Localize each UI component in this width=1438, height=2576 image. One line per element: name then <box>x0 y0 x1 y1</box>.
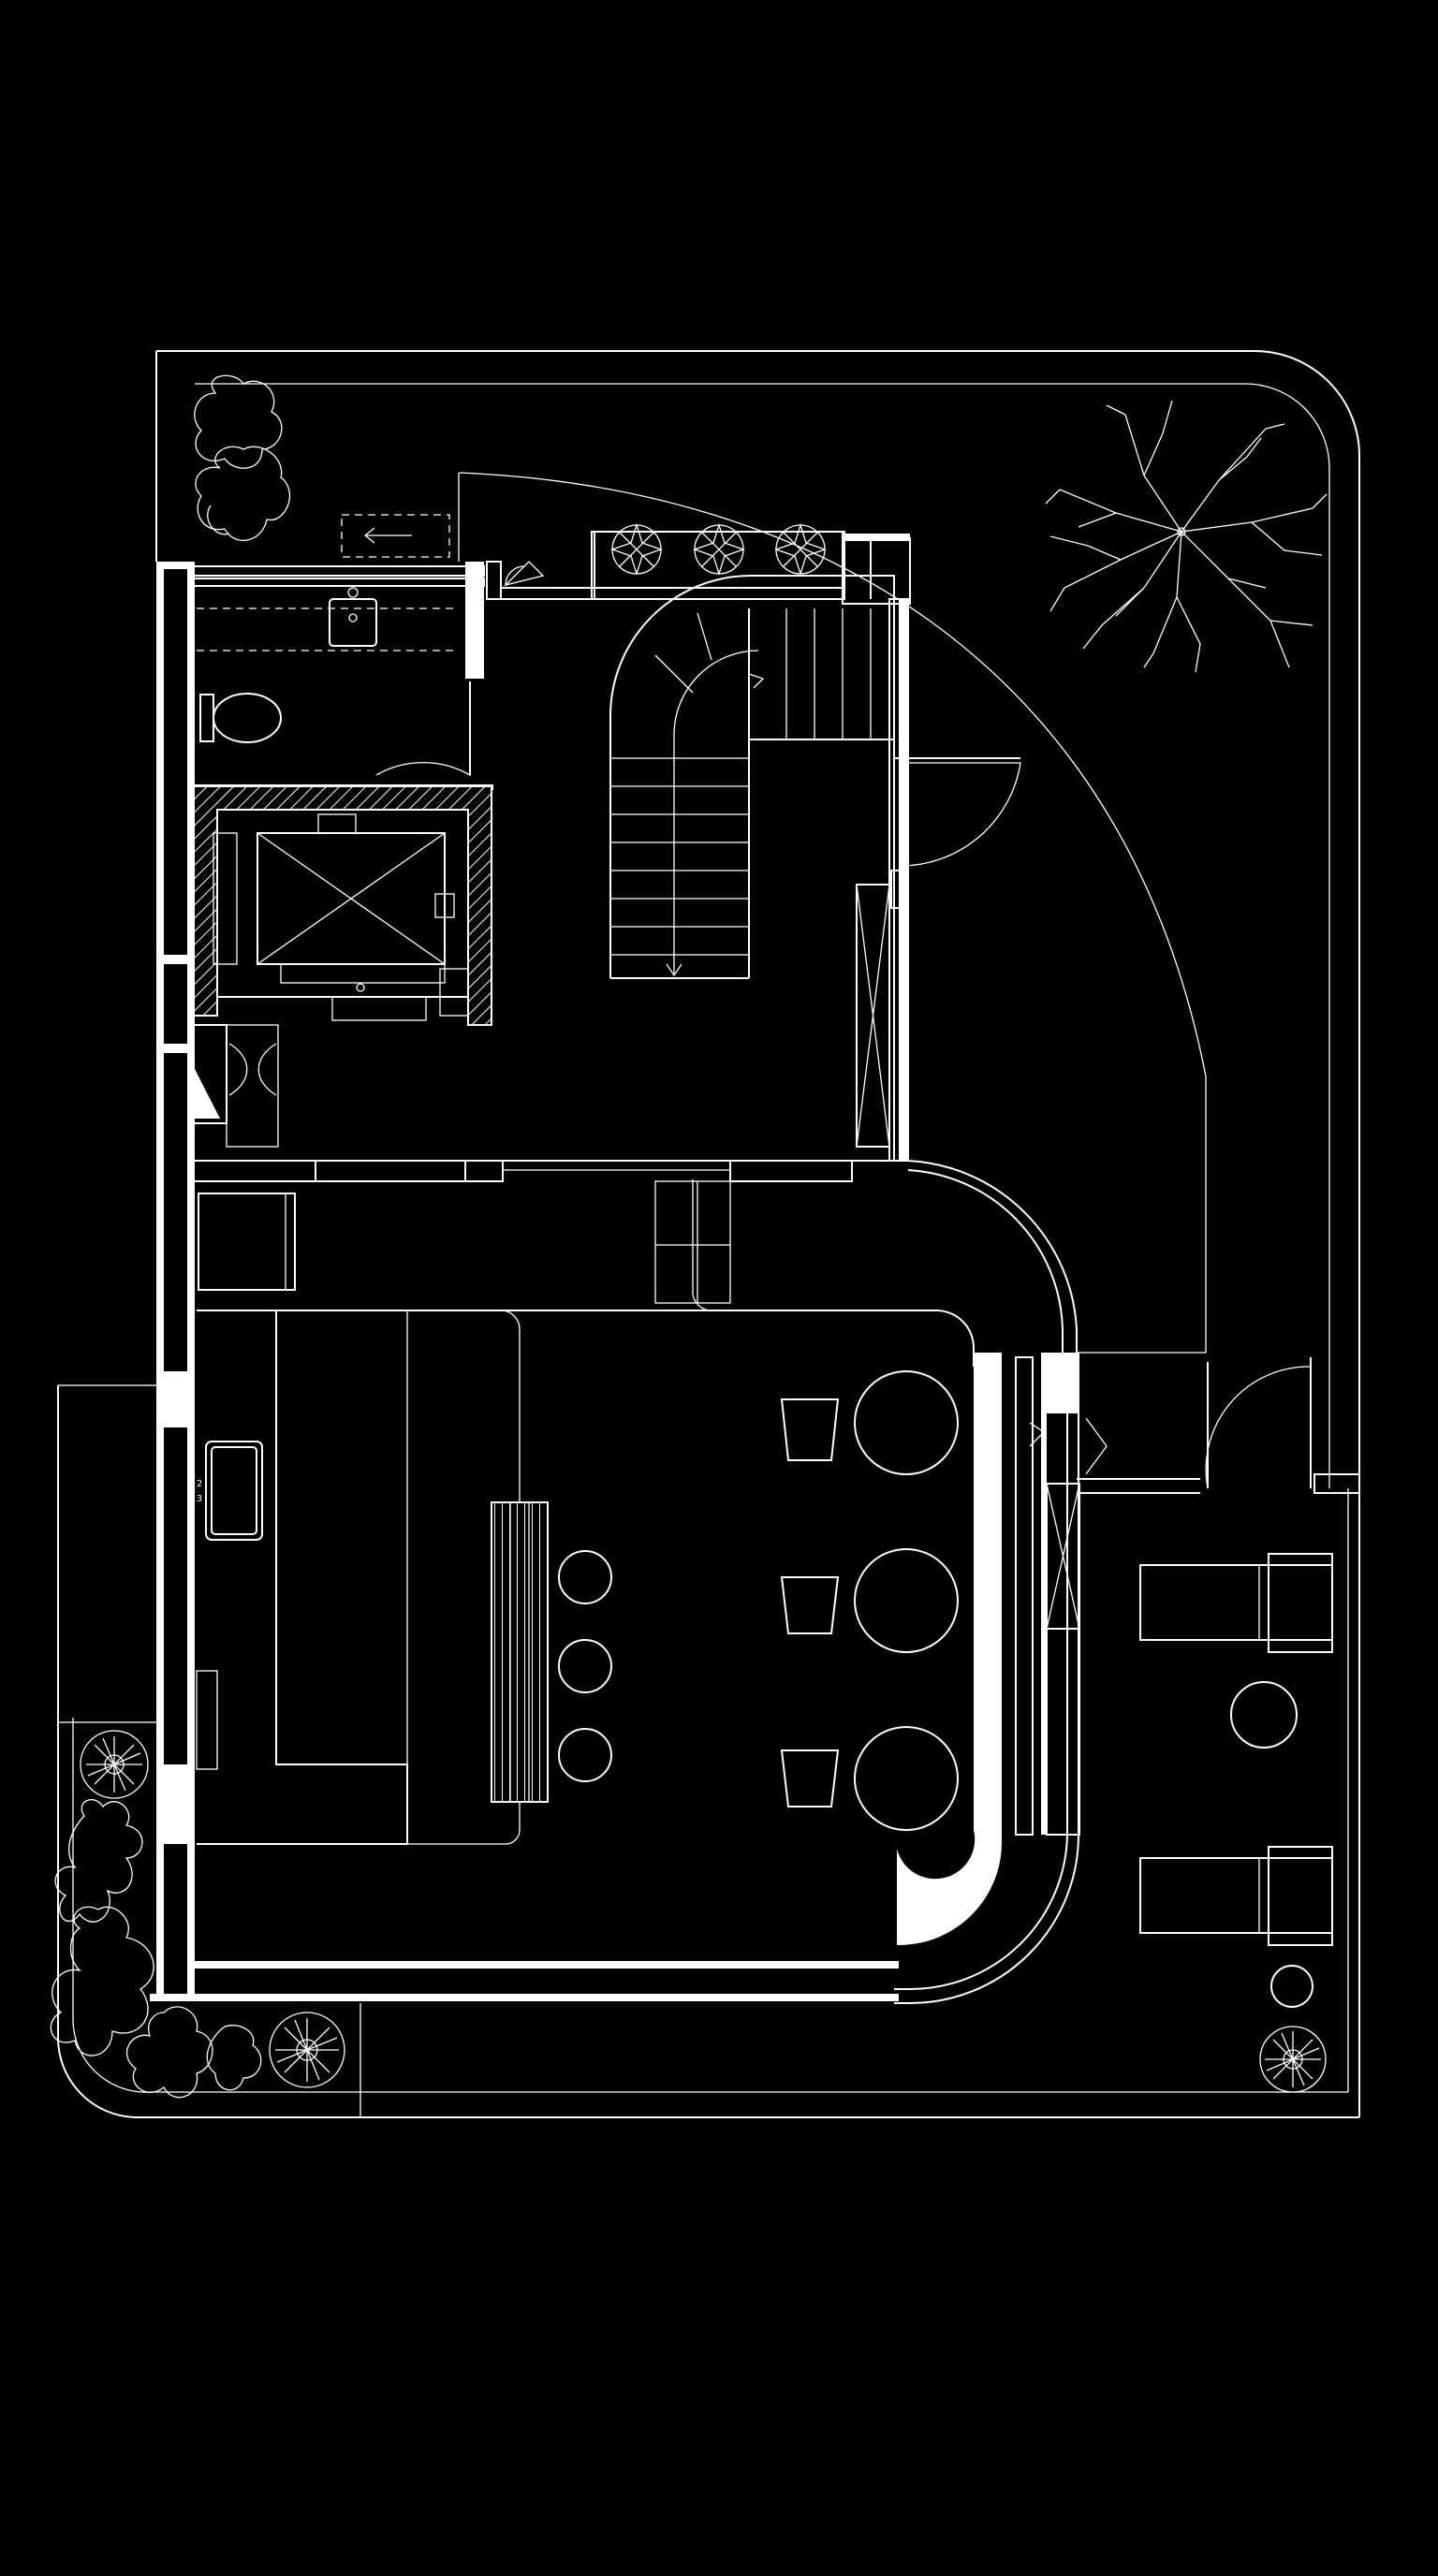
sink-icon <box>329 587 377 647</box>
garden-path <box>458 472 1207 1354</box>
stair-exit-door <box>893 757 1021 867</box>
entry-marker <box>341 514 450 558</box>
side-door <box>503 561 545 587</box>
shrub-icon <box>50 1798 262 2099</box>
bar-table <box>780 1370 959 1475</box>
plant-icon <box>269 2012 345 2088</box>
bar-table <box>780 1548 959 1653</box>
stool-icon <box>558 1550 612 1604</box>
toilet-icon <box>199 693 282 743</box>
kitchen-dining: 2 3 <box>196 1179 975 1845</box>
svg-text:3: 3 <box>197 1494 202 1504</box>
planter-box <box>594 522 844 600</box>
storage <box>193 1024 894 1182</box>
stool-icon <box>558 1639 612 1693</box>
stool-icon <box>558 1728 612 1782</box>
tree-icon <box>1045 400 1328 673</box>
stair-treads <box>610 608 872 956</box>
side-table-icon <box>1270 1965 1313 2008</box>
succulent-icon <box>610 522 663 577</box>
lounge-chair-icon <box>1139 1553 1333 1653</box>
stair-arrow-icon <box>666 673 765 977</box>
succulent-icon <box>693 522 745 577</box>
staircase <box>486 531 1021 1162</box>
shrub-icon <box>194 374 291 541</box>
plant-icon <box>1259 2026 1327 2093</box>
stair-screen <box>856 870 909 1148</box>
lounge-chair-icon <box>1139 1846 1333 1946</box>
toilet-door <box>375 681 471 777</box>
exterior-walls <box>150 562 899 2001</box>
side-table-icon <box>1230 1681 1298 1749</box>
site-boundary <box>56 350 1360 2118</box>
svg-text:2: 2 <box>197 1479 202 1489</box>
terrace-door <box>1205 1357 1312 1489</box>
toilet-room <box>193 562 493 790</box>
curved-wall <box>894 1160 1080 2005</box>
bar-table <box>780 1726 959 1831</box>
outdoor-terrace <box>1029 1357 1360 2008</box>
elevator <box>193 785 492 1026</box>
plant-icon <box>80 1730 149 1799</box>
succulent-icon <box>774 522 827 577</box>
